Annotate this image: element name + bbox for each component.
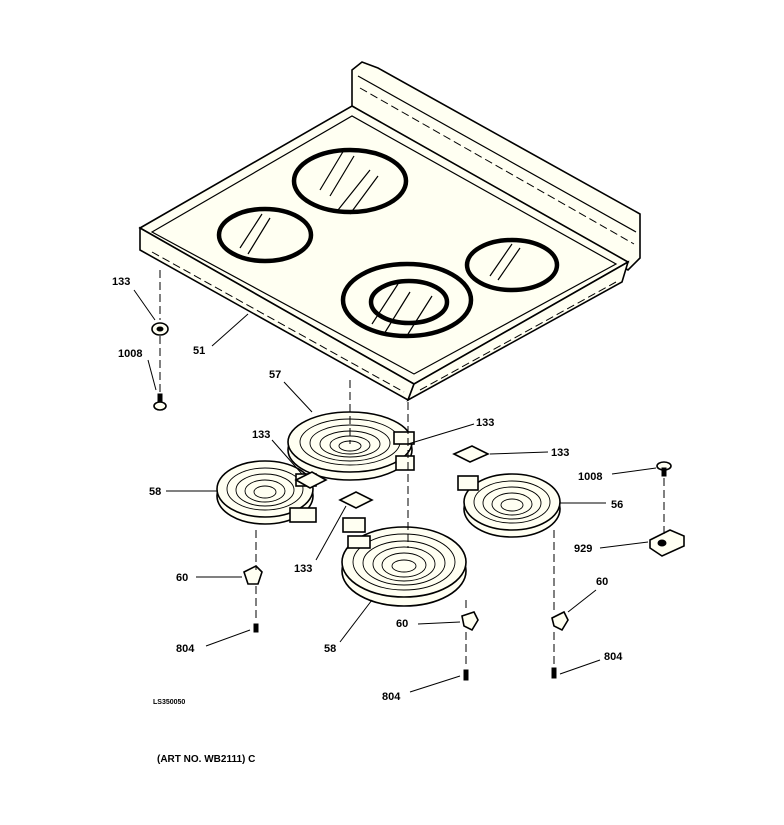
- left-radiant-element-58: [216, 460, 317, 525]
- callout-60-right: 60: [596, 576, 608, 588]
- terminal-block: [395, 455, 415, 471]
- front-left-ring: [216, 206, 314, 264]
- screw-804-left: [253, 623, 259, 633]
- assembly-lines: [159, 270, 665, 668]
- screw-1008-left: [153, 393, 167, 411]
- callout-58-left: 58: [149, 486, 161, 498]
- rear-right-ring: [464, 237, 560, 293]
- leader-lines: [133, 289, 657, 693]
- callout-133-upper: 133: [476, 417, 494, 429]
- right-radiant-element-56: [457, 473, 561, 538]
- art-number: (ART NO. WB2111) C: [157, 754, 255, 765]
- callout-51: 51: [193, 345, 205, 357]
- callout-804-left: 804: [176, 643, 195, 655]
- callout-133-lower: 133: [294, 563, 312, 575]
- front-right-dual-ring-inner: [368, 278, 450, 326]
- rear-left-large-ring: [291, 147, 409, 215]
- limiter-box: [393, 431, 415, 445]
- insulator-133-left: [294, 471, 328, 489]
- callout-133-left: 133: [252, 429, 270, 441]
- callout-57: 57: [269, 369, 281, 381]
- callout-133-grommet: 133: [112, 276, 130, 288]
- insulator-133-right: [452, 445, 490, 463]
- callout-804-right: 804: [604, 651, 623, 663]
- screw-1008-right: [656, 461, 672, 477]
- insulator-133-center: [338, 491, 374, 509]
- drawing-code: LS350050: [153, 699, 185, 706]
- clip-60-center: [461, 611, 479, 632]
- screw-804-right: [551, 667, 557, 679]
- clip-60-right: [551, 610, 569, 632]
- callout-804-center: 804: [382, 691, 401, 703]
- cooktop-glass-top: [138, 61, 641, 402]
- grommet-133: [151, 322, 169, 336]
- callout-1008-right: 1008: [578, 471, 602, 483]
- callout-58-front: 58: [324, 643, 336, 655]
- front-right-radiant-element-58: [341, 517, 467, 607]
- front-right-dual-ring-outer: [340, 261, 474, 339]
- callout-60-left: 60: [176, 572, 188, 584]
- callout-1008-left: 1008: [118, 348, 142, 360]
- callout-60-center: 60: [396, 618, 408, 630]
- screw-804-center: [463, 669, 469, 681]
- bracket-929: [649, 529, 685, 557]
- clip-60-left: [243, 565, 263, 585]
- rear-radiant-element-57: [287, 411, 415, 481]
- callout-929: 929: [574, 543, 592, 555]
- callout-133-right: 133: [551, 447, 569, 459]
- callout-56: 56: [611, 499, 623, 511]
